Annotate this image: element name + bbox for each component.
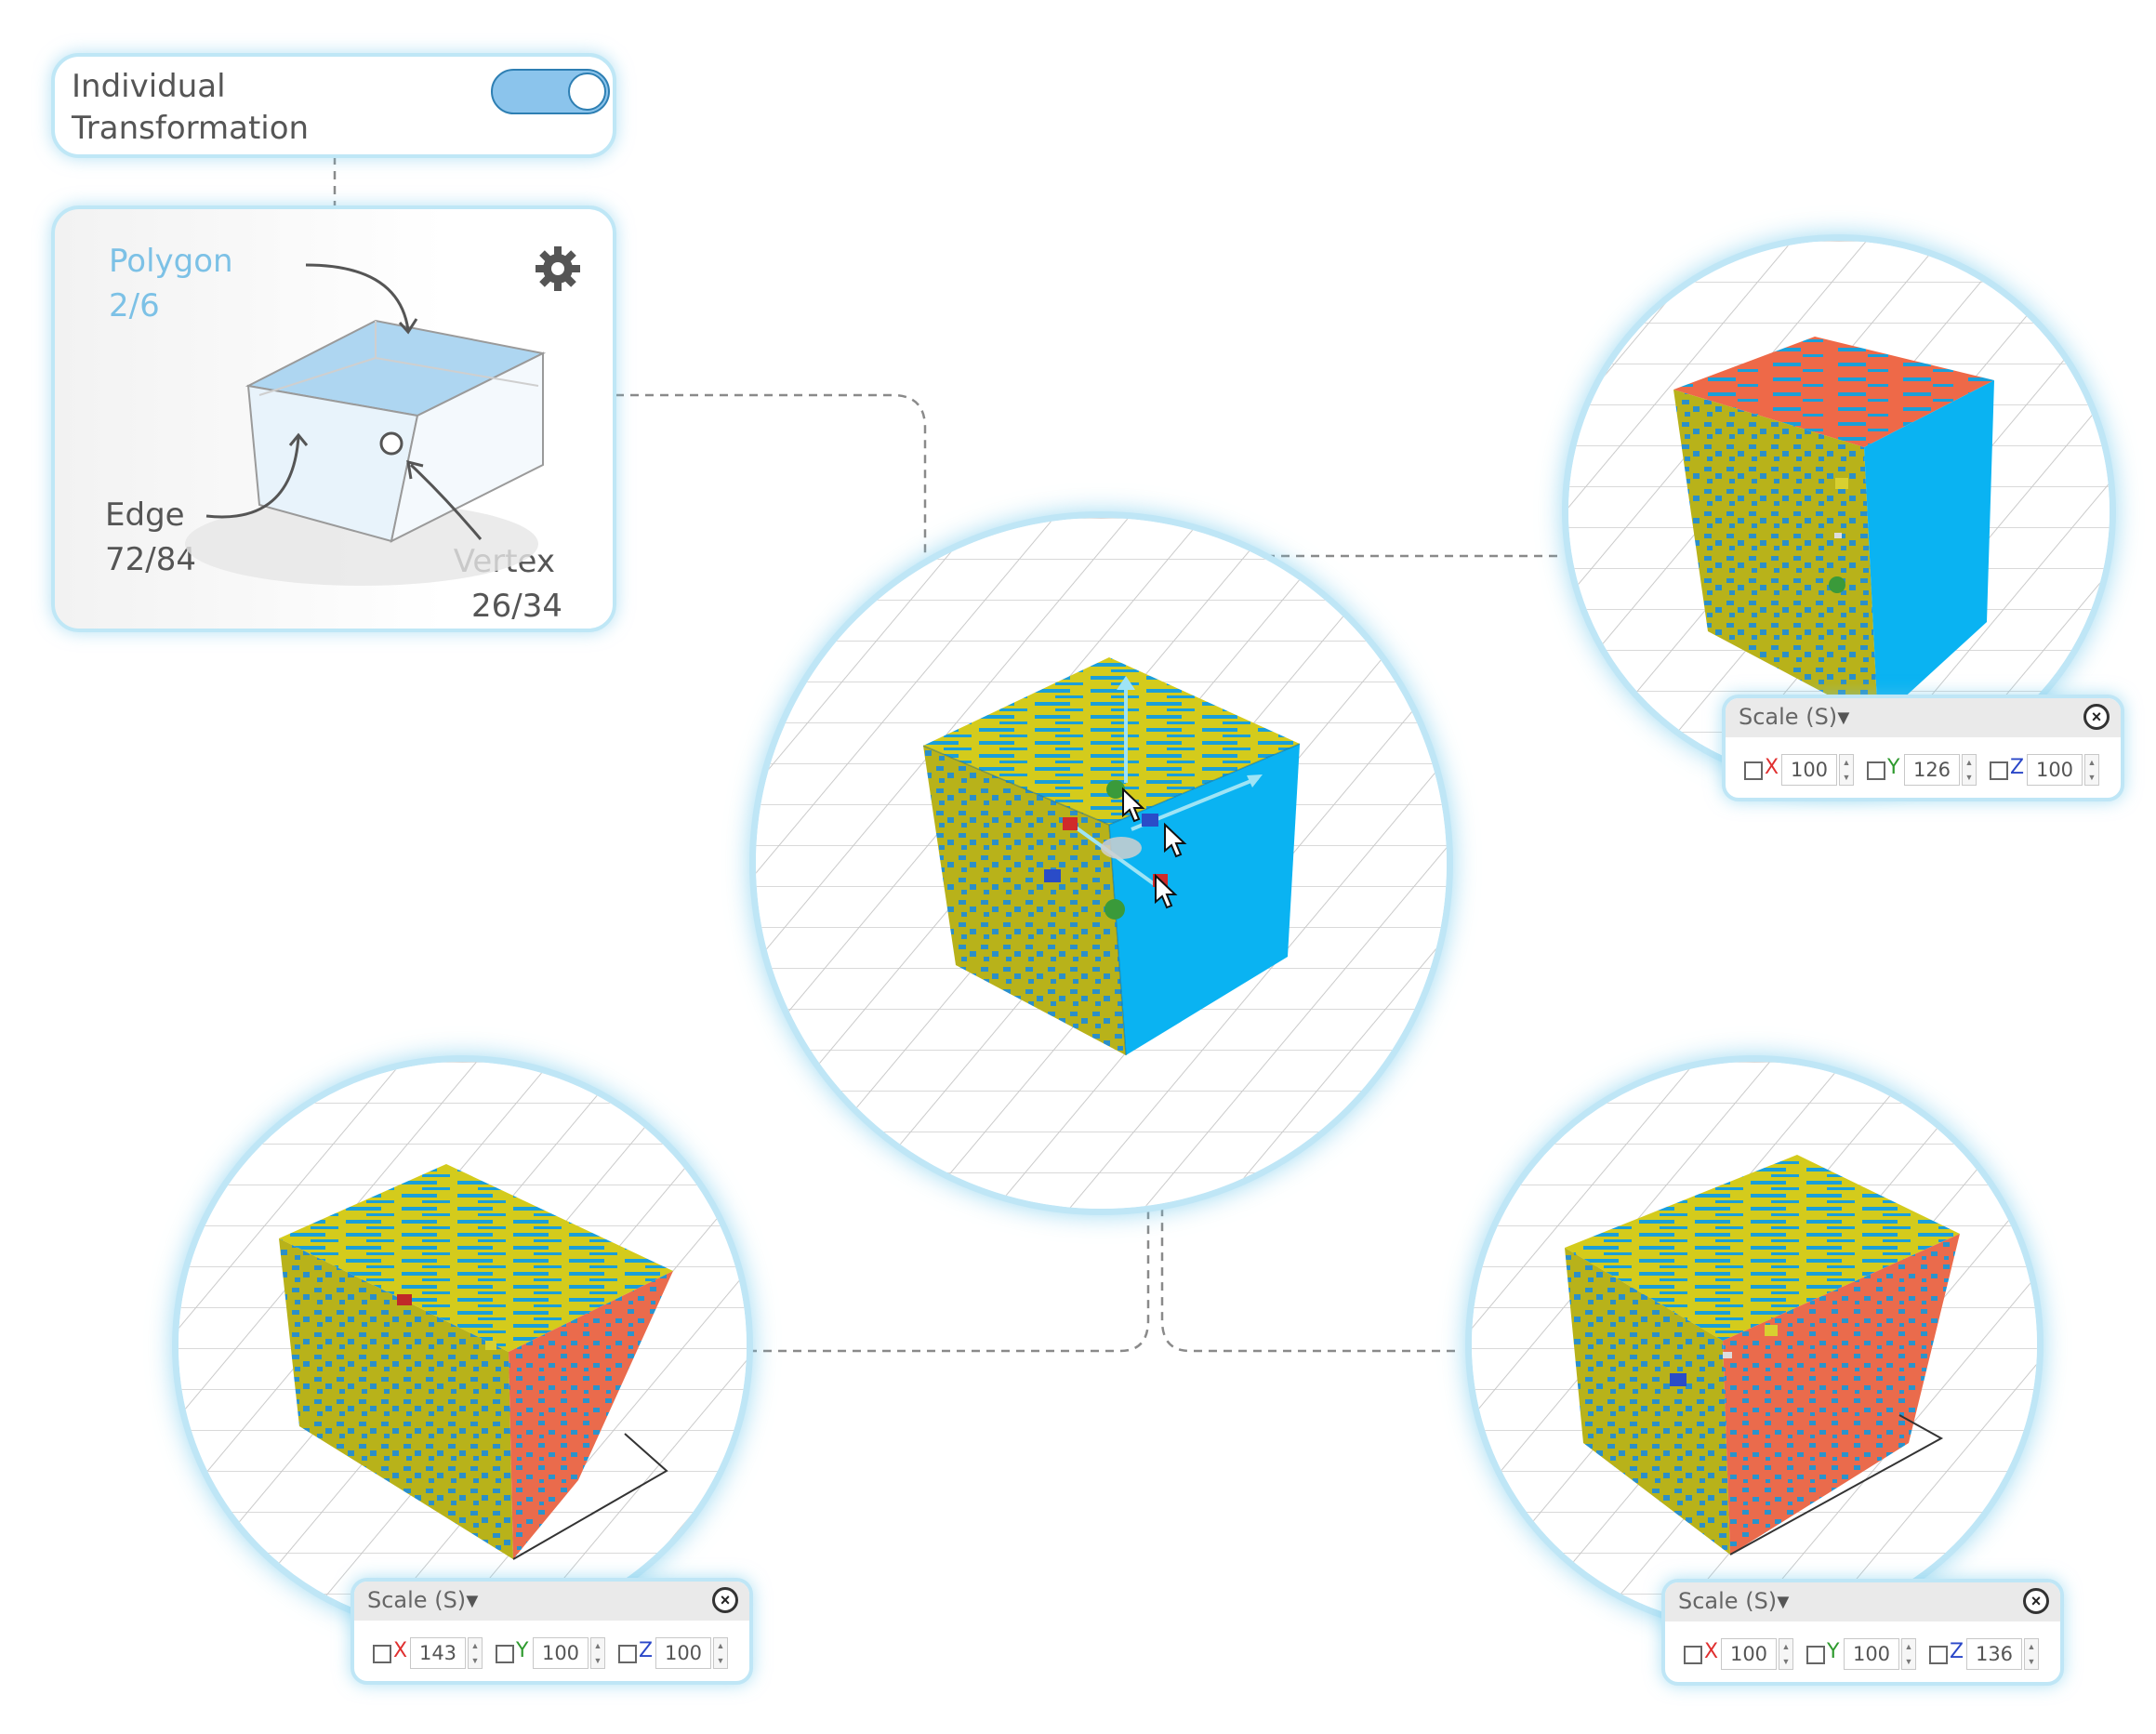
z-lock-checkbox[interactable] (1929, 1646, 1948, 1664)
scale-panel-title: Scale (S) (1739, 704, 1838, 730)
dropdown-arrow-icon[interactable]: ▼ (462, 1589, 483, 1612)
scale-fields: X 143 ▲▼ Y 100 ▲▼ Z 100 ▲▼ (364, 1637, 749, 1674)
scale-x-input[interactable]: 100 (1721, 1638, 1777, 1670)
scale-y-stepper[interactable]: ▲▼ (590, 1637, 605, 1669)
x-axis-label: X (1704, 1640, 1719, 1663)
scale-panel-header[interactable]: Scale (S) ▼ × (1726, 698, 2121, 737)
scale-panel-x[interactable]: Scale (S) ▼ × X 143 ▲▼ Y 100 ▲▼ Z 100 ▲▼ (351, 1578, 753, 1685)
scale-z-scene (1472, 1062, 2037, 1627)
z-lock-checkbox[interactable] (618, 1645, 637, 1663)
x-lock-checkbox[interactable] (1744, 761, 1763, 780)
viewport-scale-x[interactable] (172, 1055, 753, 1636)
scale-z-input[interactable]: 100 (655, 1637, 711, 1669)
scale-x-stepper[interactable]: ▲▼ (1839, 754, 1854, 786)
x-axis-label: X (393, 1639, 408, 1662)
scale-x-stepper[interactable]: ▲▼ (468, 1637, 483, 1669)
scale-y-stepper[interactable]: ▲▼ (1962, 754, 1977, 786)
scale-fields: X 100 ▲▼ Y 126 ▲▼ Z 100 ▲▼ (1735, 754, 2121, 791)
scale-x-stepper[interactable]: ▲▼ (1779, 1638, 1793, 1670)
y-axis-label: Y (1887, 756, 1900, 779)
individual-transformation-card: Individual Transformation (51, 53, 616, 158)
scale-z-stepper[interactable]: ▲▼ (2084, 754, 2099, 786)
scale-x-input[interactable]: 143 (410, 1637, 466, 1669)
polygon-count: 2/6 (109, 287, 160, 324)
selection-info-card: Polygon 2/6 Edge 72/84 Vertex 26/34 (51, 205, 616, 632)
close-icon[interactable]: × (712, 1587, 738, 1613)
gear-icon[interactable] (534, 245, 582, 293)
toggle-label-line2: Transformation (72, 110, 310, 147)
scale-z-input[interactable]: 100 (2027, 754, 2083, 786)
scale-panel-title: Scale (S) (367, 1587, 467, 1613)
x-axis-label: X (1765, 756, 1779, 779)
scale-panel-header[interactable]: Scale (S) ▼ × (1665, 1582, 2060, 1621)
x-lock-checkbox[interactable] (1684, 1646, 1702, 1664)
y-lock-checkbox[interactable] (1867, 761, 1885, 780)
edge-count: 72/84 (105, 541, 196, 578)
polygon-info: Polygon 2/6 (109, 239, 233, 328)
y-lock-checkbox[interactable] (1806, 1646, 1825, 1664)
toggle-knob[interactable] (568, 73, 606, 111)
scale-panel-z[interactable]: Scale (S) ▼ × X 100 ▲▼ Y 100 ▲▼ Z 136 ▲▼ (1661, 1579, 2064, 1686)
toggle-label-line1: Individual (72, 68, 226, 105)
scale-y-input[interactable]: 100 (1844, 1638, 1899, 1670)
y-axis-label: Y (1827, 1640, 1840, 1663)
scale-fields: X 100 ▲▼ Y 100 ▲▼ Z 136 ▲▼ (1674, 1638, 2060, 1675)
z-axis-label: Z (1950, 1640, 1964, 1663)
close-icon[interactable]: × (2083, 704, 2110, 730)
mesh-diagram (185, 263, 547, 586)
z-lock-checkbox[interactable] (1990, 761, 2008, 780)
y-axis-label: Y (516, 1639, 529, 1662)
close-icon[interactable]: × (2023, 1588, 2049, 1614)
individual-transformation-label: Individual Transformation (72, 66, 309, 150)
viewport-center[interactable] (749, 511, 1453, 1215)
edge-info: Edge 72/84 (105, 493, 196, 582)
scale-panel-y[interactable]: Scale (S) ▼ × X 100 ▲▼ Y 126 ▲▼ Z 100 ▲▼ (1722, 695, 2124, 801)
x-lock-checkbox[interactable] (373, 1645, 391, 1663)
individual-transformation-toggle[interactable] (491, 69, 610, 114)
center-scene (756, 518, 1447, 1209)
scale-z-input[interactable]: 136 (1966, 1638, 2022, 1670)
scale-y-scene (1568, 241, 2110, 782)
dropdown-arrow-icon[interactable]: ▼ (1773, 1590, 1793, 1613)
viewport-scale-z[interactable] (1465, 1055, 2044, 1634)
scale-x-scene (179, 1062, 747, 1630)
z-axis-label: Z (639, 1639, 654, 1662)
polygon-label: Polygon (109, 243, 233, 280)
scale-y-input[interactable]: 100 (533, 1637, 589, 1669)
scale-z-stepper[interactable]: ▲▼ (713, 1637, 728, 1669)
scale-panel-header[interactable]: Scale (S) ▼ × (354, 1582, 749, 1621)
z-axis-label: Z (2010, 756, 2025, 779)
scale-x-input[interactable]: 100 (1781, 754, 1837, 786)
edge-label: Edge (105, 496, 185, 534)
scale-y-stepper[interactable]: ▲▼ (1901, 1638, 1916, 1670)
y-lock-checkbox[interactable] (496, 1645, 514, 1663)
vertex-count: 26/34 (471, 588, 562, 625)
scale-y-input[interactable]: 126 (1904, 754, 1960, 786)
viewport-scale-y[interactable] (1562, 234, 2116, 788)
scale-z-stepper[interactable]: ▲▼ (2024, 1638, 2039, 1670)
dropdown-arrow-icon[interactable]: ▼ (1833, 706, 1854, 729)
scale-panel-title: Scale (S) (1678, 1588, 1778, 1614)
